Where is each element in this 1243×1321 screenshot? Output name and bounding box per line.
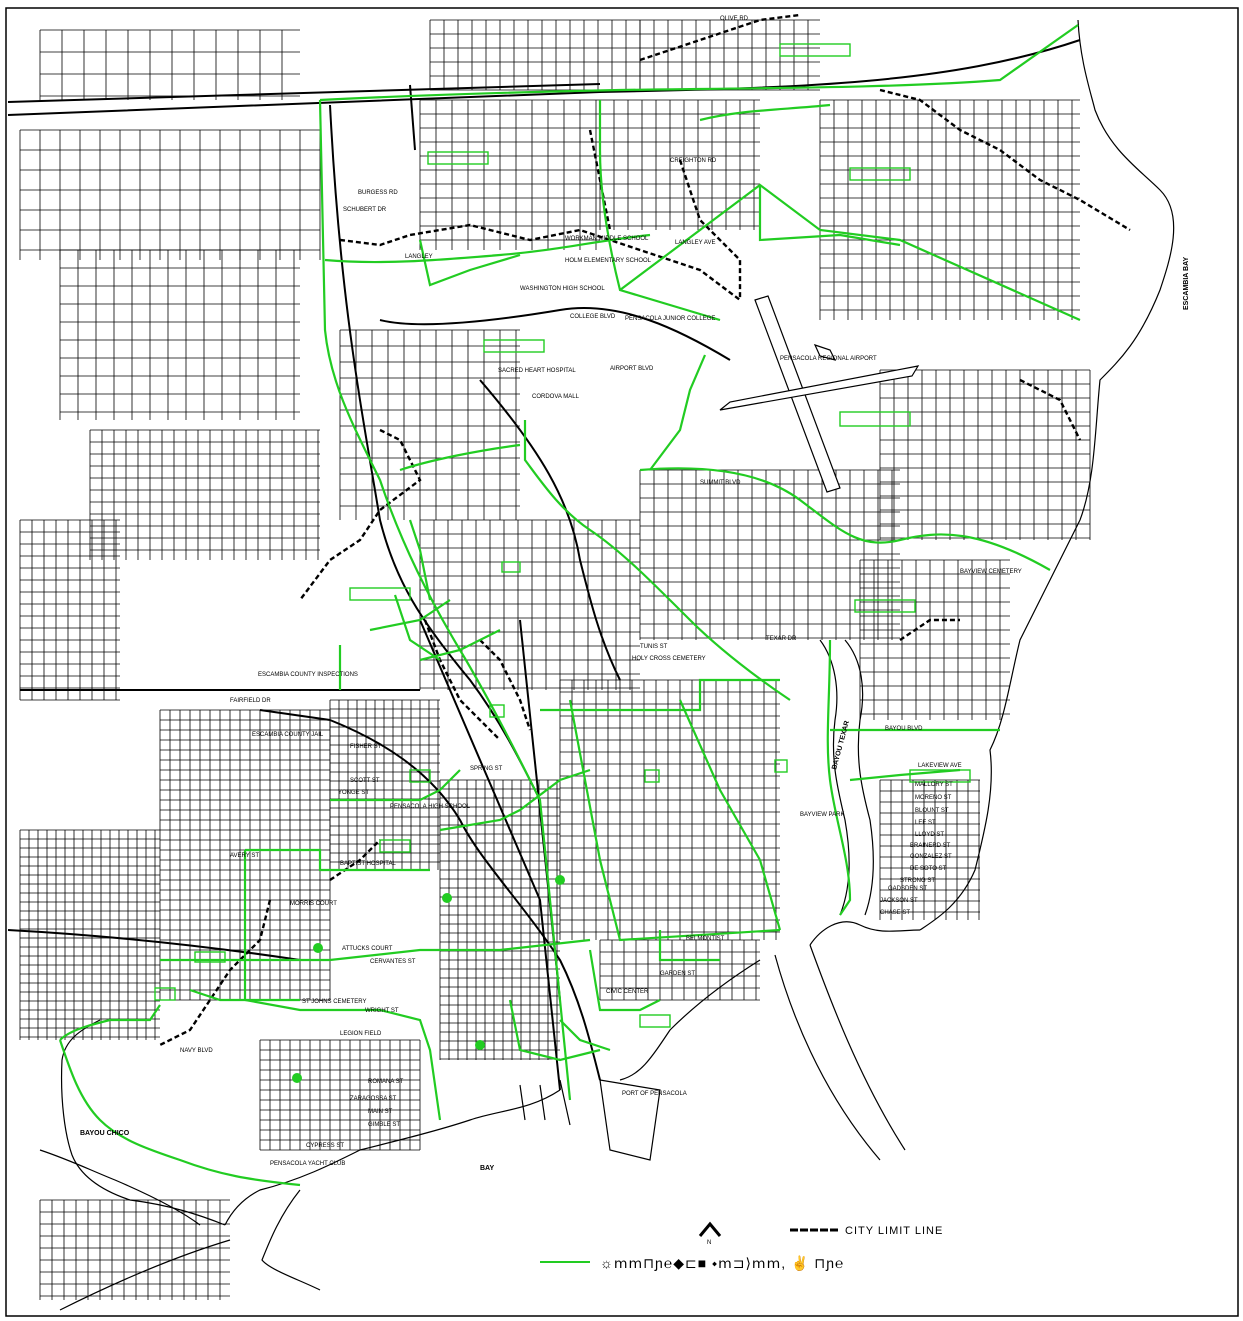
label-avery: AVERY ST bbox=[230, 853, 259, 859]
label-navy-blvd: NAVY BLVD bbox=[180, 1048, 213, 1054]
label-creighton: CREIGHTON RD bbox=[670, 158, 717, 164]
map-border bbox=[5, 7, 1239, 1317]
legend: N CITY LIMIT LINE ☼ⅿⅿ⊓ɲ℮◆⊏■ ⬩ⅿ⊐⟩ⅿⅿ, ✌ ⊓ɲ… bbox=[540, 1221, 943, 1272]
label-tunis: TUNIS ST bbox=[640, 644, 668, 650]
label-gimble: GIMBLE ST bbox=[368, 1122, 400, 1128]
label-workman-ms: WORKMAN MIDDLE SCHOOL bbox=[565, 236, 649, 242]
north-arrow-icon: N bbox=[698, 1221, 722, 1246]
label-county-jail: ESCAMBIA COUNTY JAIL bbox=[252, 732, 324, 738]
label-college-blvd: COLLEGE BLVD bbox=[570, 314, 616, 320]
label-bayview-park: BAYVIEW PARK bbox=[800, 812, 844, 818]
label-langley: LANGLEY bbox=[405, 254, 433, 260]
label-olive-rd: OLIVE RD bbox=[720, 16, 749, 22]
north-label: N bbox=[707, 1240, 711, 1246]
label-mallory: MALLORY ST bbox=[915, 782, 953, 788]
label-lakeview: LAKEVIEW AVE bbox=[918, 763, 962, 769]
label-burgess: BURGESS RD bbox=[358, 190, 398, 196]
label-pensacola-hs: PENSACOLA HIGH SCHOOL bbox=[390, 804, 471, 810]
label-attucks-court: ATTUCKS COURT bbox=[342, 946, 393, 952]
label-garden: GARDEN ST bbox=[660, 971, 695, 977]
label-jackson: JACKSON ST bbox=[880, 898, 918, 904]
route-markers bbox=[154, 43, 971, 1028]
label-chase: CHASE ST bbox=[880, 910, 910, 916]
label-legion-field: LEGION FIELD bbox=[340, 1031, 382, 1037]
label-yonge: YONGE ST bbox=[338, 790, 369, 796]
label-scott: SCOTT ST bbox=[350, 778, 380, 784]
airport-runways bbox=[719, 295, 920, 493]
label-strong: STRONG ST bbox=[900, 878, 935, 884]
label-schubert: SCHUBERT DR bbox=[343, 207, 387, 213]
bus-routes bbox=[58, 24, 1081, 1187]
label-texar-dr: TEXAR DR bbox=[766, 636, 797, 642]
label-airport-blvd: AIRPORT BLVD bbox=[610, 366, 654, 372]
label-airport: PENSACOLA REGIONAL AIRPORT bbox=[780, 356, 877, 362]
label-junior-college: PENSACOLA JUNIOR COLLEGE bbox=[625, 316, 715, 322]
label-langley-ave: LANGLEY AVE bbox=[675, 240, 715, 246]
label-county-inspections: ESCAMBIA COUNTY INSPECTIONS bbox=[258, 672, 358, 678]
label-brainerd: BRAINERD ST bbox=[910, 843, 951, 849]
label-washington-hs: WASHINGTON HIGH SCHOOL bbox=[520, 286, 605, 292]
major-roads bbox=[7, 39, 1081, 1091]
label-bay: BAY bbox=[480, 1165, 494, 1172]
label-cervantes: CERVANTES ST bbox=[370, 959, 416, 965]
route-dots bbox=[292, 875, 565, 1083]
map-labels: ESCAMBIA BAY BAY BAYOU CHICO BAYOU TEXAR… bbox=[80, 16, 1190, 1172]
label-bayou-blvd: BAYOU BLVD bbox=[885, 726, 923, 732]
label-yacht-club: PENSACOLA YACHT CLUB bbox=[270, 1161, 345, 1167]
label-blount: BLOUNT ST bbox=[915, 808, 949, 814]
label-port: PORT OF PENSACOLA bbox=[622, 1091, 687, 1097]
label-civic-center: CIVIC CENTER bbox=[606, 989, 649, 995]
label-gadsden: GADSDEN ST bbox=[888, 886, 927, 892]
label-desoto: DE SOTO ST bbox=[910, 866, 947, 872]
label-lee: LEE ST bbox=[915, 820, 936, 826]
label-main: MAIN ST bbox=[368, 1109, 393, 1115]
label-cordova-mall: CORDOVA MALL bbox=[532, 394, 580, 400]
label-bayou-chico: BAYOU CHICO bbox=[80, 1130, 130, 1137]
label-holm-es: HOLM ELEMENTARY SCHOOL bbox=[565, 258, 652, 264]
city-limit-line bbox=[159, 13, 1131, 1047]
label-bayview-cemetery: BAYVIEW CEMETERY bbox=[960, 569, 1022, 575]
label-cypress: CYPRESS ST bbox=[306, 1143, 344, 1149]
label-sacred-heart: SACRED HEART HOSPITAL bbox=[498, 368, 576, 374]
label-summit-blvd: SUMMIT BLVD bbox=[700, 480, 741, 486]
label-wright: WRIGHT ST bbox=[365, 1008, 399, 1014]
label-escambia-bay: ESCAMBIA BAY bbox=[1183, 257, 1190, 310]
label-fisher: FISHER ST bbox=[350, 744, 382, 750]
label-romana: ROMANA ST bbox=[368, 1079, 404, 1085]
label-lloyd: LLOYD ST bbox=[915, 832, 944, 838]
label-spring: SPRING ST bbox=[470, 766, 503, 772]
label-gonzalez: GONZALEZ ST bbox=[910, 854, 952, 860]
label-st-johns: ST JOHNS CEMETERY bbox=[302, 999, 366, 1005]
city-limit-legend-label: CITY LIMIT LINE bbox=[845, 1225, 943, 1237]
label-belmont: BELMONT ST bbox=[686, 936, 725, 942]
label-baptist-hospital: BAPTIST HOSPITAL bbox=[340, 861, 396, 867]
label-holy-cross: HOLY CROSS CEMETERY bbox=[632, 656, 706, 662]
route-legend-label: ☼ⅿⅿ⊓ɲ℮◆⊏■ ⬩ⅿ⊐⟩ⅿⅿ, ✌ ⊓ɲ℮ bbox=[600, 1254, 844, 1272]
label-zaragossa: ZARAGOSSA ST bbox=[350, 1096, 397, 1102]
label-moreno: MORENO ST bbox=[915, 795, 952, 801]
label-morris-court: MORRIS COURT bbox=[290, 901, 337, 907]
label-fairfield: FAIRFIELD DR bbox=[230, 698, 271, 704]
